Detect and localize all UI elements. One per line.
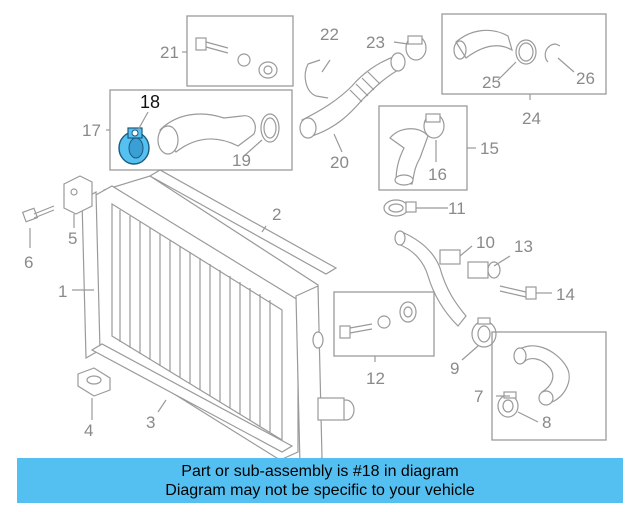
- callout-24: 24: [522, 109, 541, 128]
- callout-5: 5: [68, 229, 77, 248]
- bracket-5: [63, 175, 93, 215]
- charge-pipe-20: [299, 52, 406, 139]
- callout-8: 8: [542, 413, 551, 432]
- mount-4: [77, 367, 111, 397]
- leader-lines: [29, 41, 575, 423]
- clamp-18-highlighted: [118, 127, 150, 165]
- sensor-13: [467, 261, 501, 279]
- callout-10: 10: [476, 233, 495, 252]
- callout-21: 21: [160, 43, 179, 62]
- callout-14: 14: [556, 285, 575, 304]
- hose-7: [513, 345, 570, 406]
- bolt-14: [499, 285, 537, 300]
- group-box-21: [186, 15, 294, 87]
- callout-18-highlighted: 18: [140, 92, 160, 112]
- intercooler-core: [81, 169, 355, 467]
- callout-11: 11: [448, 199, 466, 218]
- callout-15: 15: [480, 139, 499, 158]
- elbow-25: [453, 29, 537, 65]
- bolt-and-bushings-21: [195, 37, 278, 79]
- group-box-24: [441, 13, 607, 95]
- bolt-6: [21, 205, 55, 223]
- callout-4: 4: [84, 421, 93, 440]
- callout-20: 20: [330, 153, 349, 172]
- callout-26: 26: [576, 69, 595, 88]
- callout-19: 19: [232, 151, 251, 170]
- callout-1: 1: [58, 282, 67, 301]
- group-box-7: [491, 331, 607, 441]
- elbow-16: [389, 113, 445, 186]
- clip-26: [544, 43, 561, 63]
- callout-numbers: 1 2 3 4 5 6 7 8 9 10 11 12 13 14 15 16 1…: [24, 25, 595, 440]
- callout-17: 17: [82, 121, 101, 140]
- callout-2: 2: [272, 205, 281, 224]
- bolt-and-bushings-12: [339, 301, 417, 339]
- info-banner: Part or sub-assembly is #18 in diagram D…: [17, 458, 623, 503]
- callout-3: 3: [146, 413, 155, 432]
- hose-19: [157, 113, 280, 155]
- callout-13: 13: [514, 237, 533, 256]
- clamp-8: [497, 391, 519, 418]
- callout-12: 12: [366, 369, 385, 388]
- group-box-12: [333, 291, 435, 357]
- callout-6: 6: [24, 253, 33, 272]
- pipe-10: [394, 230, 467, 327]
- banner-line-1: Part or sub-assembly is #18 in diagram: [181, 462, 459, 480]
- clamp-11: [383, 199, 417, 217]
- clamp-9: [471, 317, 497, 348]
- clamp-23: [405, 35, 427, 61]
- callout-25: 25: [482, 73, 501, 92]
- callout-7: 7: [474, 387, 483, 406]
- callout-16: 16: [428, 165, 447, 184]
- banner-line-2: Diagram may not be specific to your vehi…: [165, 481, 475, 499]
- callout-9: 9: [450, 359, 459, 378]
- callout-23: 23: [366, 33, 385, 52]
- callout-22: 22: [320, 25, 339, 44]
- clip-22: [304, 59, 329, 99]
